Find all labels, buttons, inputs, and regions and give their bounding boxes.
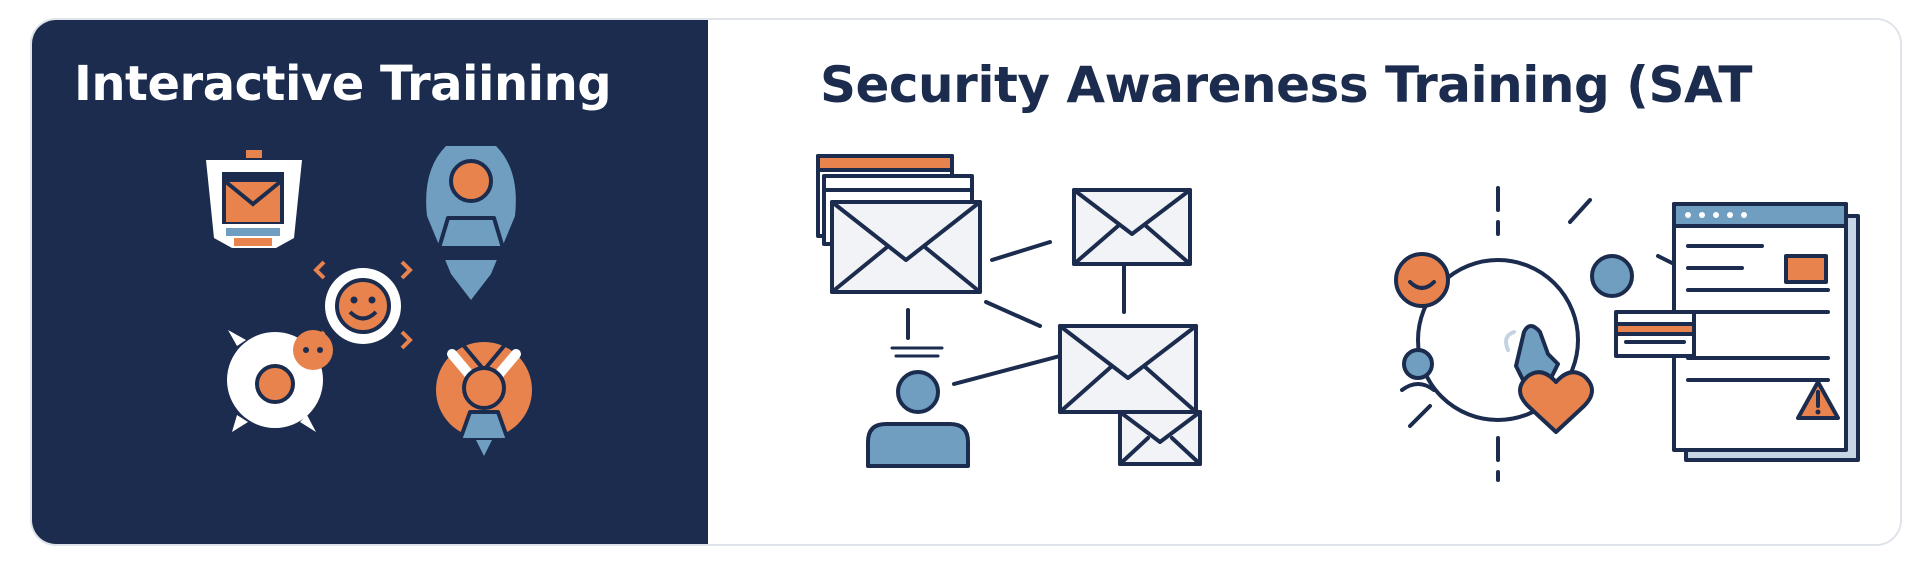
interactive-training-panel: Interactive Traiining bbox=[32, 20, 708, 544]
email-icon bbox=[1058, 324, 1198, 414]
chat-bubble-icon bbox=[227, 330, 333, 432]
browser-dots bbox=[1685, 212, 1747, 218]
email-icon bbox=[1072, 188, 1192, 266]
interactive-training-title: Interactive Traiining bbox=[74, 56, 612, 112]
heart-icon bbox=[1518, 370, 1594, 434]
interactive-training-illustration bbox=[206, 146, 532, 456]
shield-mail-icon bbox=[206, 150, 302, 248]
browser-window-icon bbox=[1614, 202, 1860, 462]
user-shield-icon bbox=[426, 146, 516, 300]
user-icon bbox=[866, 346, 970, 468]
warning-dot bbox=[1815, 409, 1821, 415]
email-icon bbox=[1118, 410, 1202, 466]
warning-icon bbox=[1796, 380, 1840, 420]
network-connectors bbox=[906, 240, 1126, 386]
email-stack-icon bbox=[816, 154, 982, 294]
award-user-icon bbox=[436, 342, 532, 456]
sat-illustration bbox=[816, 154, 1860, 482]
cycle-diagram-icon bbox=[1394, 186, 1634, 482]
smiley-badge-icon bbox=[313, 260, 413, 350]
infographic-card: Interactive Traiining bbox=[30, 18, 1902, 546]
sat-panel: Security Awareness Training (SAT bbox=[708, 20, 1900, 544]
sat-title: Security Awareness Training (SAT bbox=[820, 56, 1752, 114]
